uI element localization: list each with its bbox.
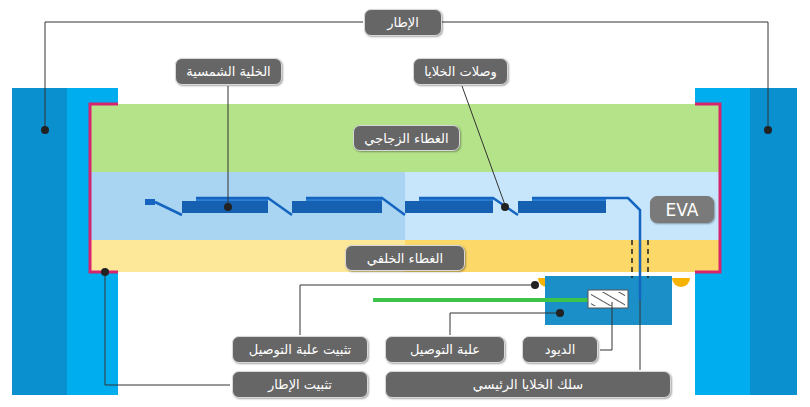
label-text: تثبيت علبة التوصيل [249, 342, 351, 357]
output-cable [373, 298, 590, 302]
diode-symbol [588, 290, 628, 308]
callout-label: سلك الخلايا الرئيسي [385, 371, 671, 398]
eva-layer [90, 172, 405, 240]
junction-box-adhesive [672, 278, 690, 287]
callout-label: علبة التوصيل [385, 336, 505, 363]
label-text: الديود [545, 342, 576, 357]
label-text: الغطاء الزجاجي [364, 131, 448, 146]
callout-label: الديود [522, 336, 598, 363]
label-text: تثبيت الإطار [268, 377, 332, 392]
label-text: الغطاء الخلفي [367, 251, 443, 266]
label-text: سلك الخلايا الرئيسي [473, 377, 583, 392]
eva-layer [405, 172, 720, 240]
frame-fixing [90, 104, 118, 272]
callout-label: الإطار [364, 9, 442, 36]
glass-cover [90, 104, 720, 172]
cable-passage [647, 240, 649, 278]
solar-cells [145, 198, 606, 213]
frame-fixing [695, 104, 720, 272]
callout-label: وصلات الخلايا [413, 58, 508, 85]
layer-label: EVA [650, 196, 714, 223]
label-text: الخلية الشمسية [186, 64, 270, 79]
callout-label: تثبيت علبة التوصيل [232, 336, 368, 363]
diode-hatch [591, 292, 625, 306]
label-text: وصلات الخلايا [424, 64, 497, 79]
label-text: EVA [666, 200, 699, 220]
label-text: علبة التوصيل [410, 342, 480, 357]
label-text: الإطار [387, 15, 419, 30]
callout-label: الغطاء الزجاجي [353, 125, 460, 151]
cable-passage [631, 240, 633, 278]
callout-label: الغطاء الخلفي [345, 245, 465, 271]
callout-label: تثبيت الإطار [232, 371, 368, 398]
leader-dots [41, 126, 772, 317]
callout-label: الخلية الشمسية [175, 58, 282, 85]
leader-lines [45, 22, 768, 385]
